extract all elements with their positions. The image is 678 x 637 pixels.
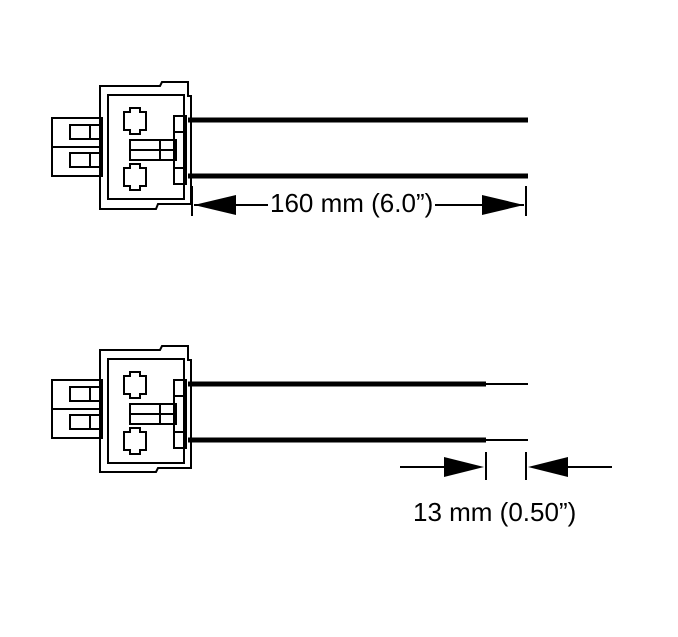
top-arrow-right [482,195,524,215]
bottom-arrow-right [528,457,568,477]
top-connector [51,81,192,210]
bottom-connector [51,345,192,473]
wire-length-label: 160 mm (6.0”) [268,188,436,218]
top-wires [188,117,528,179]
bottom-arrow-left [444,457,484,477]
top-arrow-left [194,195,236,215]
bottom-dimension [400,452,612,480]
bottom-wires [188,381,528,443]
strip-length-label: 13 mm (0.50”) [413,497,577,527]
